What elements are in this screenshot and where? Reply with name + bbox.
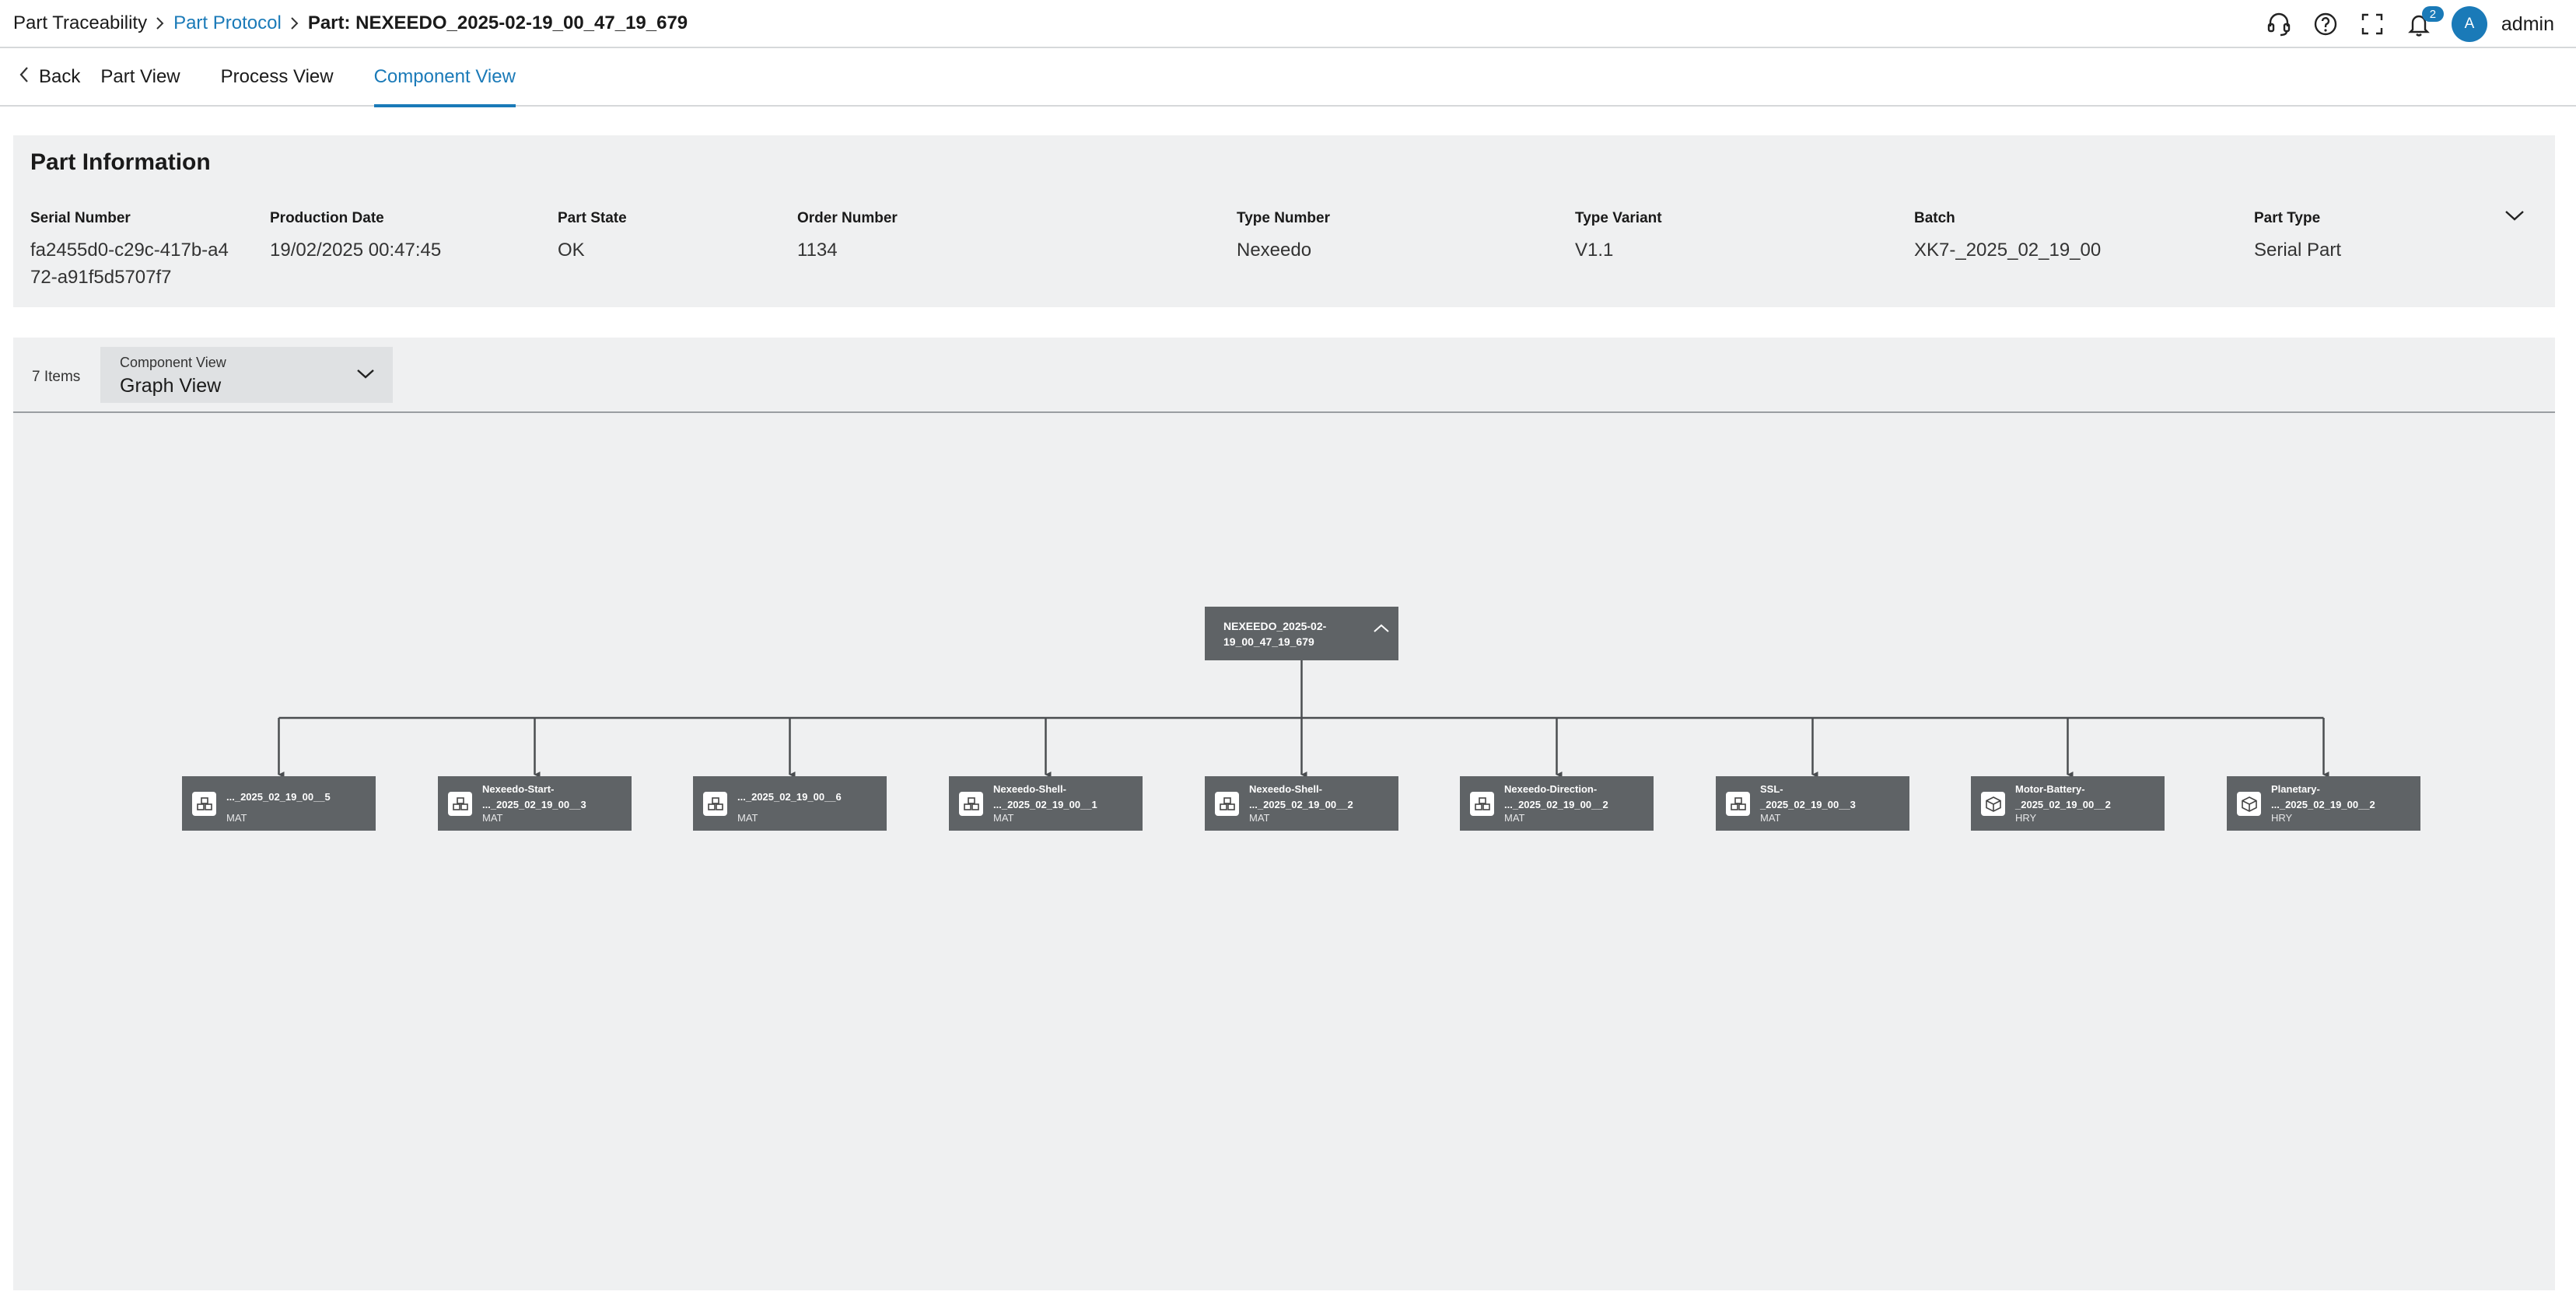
field-label: Serial Number — [30, 210, 131, 226]
field-type-number: Type Number Nexeedo — [1237, 210, 1330, 264]
root-part-title: NEXEEDO_2025-02- 19_00_47_19_679 — [1223, 620, 1327, 648]
items-count: 7 Items — [32, 369, 81, 385]
chevron-left-icon — [19, 65, 30, 89]
field-value: Nexeedo — [1237, 240, 1312, 261]
field-label: Type Number — [1237, 210, 1331, 226]
component-type: MAT — [1504, 812, 1525, 824]
headset-icon[interactable] — [2256, 0, 2302, 48]
box-icon — [1981, 792, 2005, 816]
root-part-node[interactable]: NEXEEDO_2025-02- 19_00_47_19_679 — [1205, 607, 1398, 660]
material-icon — [703, 792, 727, 816]
select-label: Component View — [120, 355, 226, 370]
component-type: MAT — [482, 812, 503, 824]
back-button[interactable]: Back — [19, 65, 80, 89]
field-value: fa2455d0-c29c-417b-a472-a91f5d5707f7 — [30, 240, 229, 288]
field-label: Order Number — [797, 210, 898, 226]
field-label: Type Variant — [1575, 210, 1662, 226]
component-node-title: ..._2025_02_19_00__6 — [737, 791, 842, 803]
chevron-down-icon — [355, 367, 376, 385]
box-icon — [2237, 792, 2261, 816]
component-node-title: ..._2025_02_19_00__5 — [226, 791, 331, 803]
chevron-up-icon[interactable] — [1372, 622, 1391, 639]
field-label: Batch — [1914, 210, 1955, 226]
material-icon — [1215, 792, 1239, 816]
chevron-right-icon — [155, 16, 166, 31]
material-icon — [192, 792, 216, 816]
field-value: OK — [558, 240, 585, 261]
field-part-type: Part Type Serial Part — [2254, 210, 2341, 264]
component-node-title: Planetary-..._2025_02_19_00__2 — [2271, 783, 2375, 810]
field-production-date: Production Date 19/02/2025 00:47:45 — [270, 210, 441, 264]
field-batch: Batch XK7-_2025_02_19_00 — [1914, 210, 2101, 264]
component-node-title: Nexeedo-Direction-..._2025_02_19_00__2 — [1504, 783, 1608, 810]
field-value: V1.1 — [1575, 240, 1614, 261]
component-node-title: Nexeedo-Start-..._2025_02_19_00__3 — [482, 783, 586, 810]
breadcrumb: Part Traceability Part Protocol Part: NE… — [13, 12, 688, 34]
field-label: Part Type — [2254, 210, 2321, 226]
username[interactable]: admin — [2501, 12, 2554, 35]
bell-icon[interactable]: 2 — [2396, 0, 2444, 48]
component-type: MAT — [993, 812, 1014, 824]
material-icon — [1726, 792, 1750, 816]
field-value: XK7-_2025_02_19_00 — [1914, 240, 2102, 261]
component-node-title: Nexeedo-Shell-..._2025_02_19_00__2 — [1249, 783, 1353, 810]
tab-bar: Back Part View Process View Component Vi… — [0, 49, 2576, 107]
component-type: MAT — [1249, 812, 1270, 824]
material-icon — [959, 792, 983, 816]
field-label: Part State — [558, 210, 627, 226]
back-label: Back — [39, 66, 81, 87]
field-value: Serial Part — [2254, 240, 2342, 261]
tab-component-view[interactable]: Component View — [373, 48, 516, 107]
header-actions: 2 A admin — [2256, 0, 2554, 48]
part-information-panel: Part Information Serial Number fa2455d0-… — [13, 135, 2555, 307]
chevron-down-icon[interactable] — [2504, 208, 2525, 226]
component-node-title: Motor-Battery-_2025_02_19_00__2 — [2015, 783, 2111, 810]
component-node-title: SSL-_2025_02_19_00__3 — [1760, 783, 1856, 810]
breadcrumb-part-traceability[interactable]: Part Traceability — [13, 12, 148, 33]
top-bar: Part Traceability Part Protocol Part: NE… — [0, 0, 2576, 48]
breadcrumb-current: Part: NEXEEDO_2025-02-19_00_47_19_679 — [307, 12, 688, 33]
breadcrumb-part-protocol[interactable]: Part Protocol — [173, 12, 282, 33]
component-type: MAT — [737, 812, 758, 824]
tab-part-view[interactable]: Part View — [100, 66, 180, 87]
avatar[interactable]: A — [2451, 6, 2487, 42]
field-part-state: Part State OK — [558, 210, 627, 264]
material-icon — [1470, 792, 1494, 816]
part-information-title: Part Information — [30, 149, 211, 175]
fullscreen-icon[interactable] — [2349, 0, 2396, 48]
material-icon — [448, 792, 472, 816]
tab-process-view[interactable]: Process View — [220, 66, 334, 87]
field-value: 1134 — [797, 240, 838, 261]
component-type: HRY — [2015, 812, 2037, 824]
component-view-toolbar: 7 Items Component View Graph View — [13, 338, 2555, 413]
field-label: Production Date — [270, 210, 384, 226]
chevron-right-icon — [289, 16, 300, 31]
component-type: MAT — [1760, 812, 1781, 824]
field-value: 19/02/2025 00:47:45 — [270, 240, 442, 261]
field-order-number: Order Number 1134 — [797, 210, 898, 264]
notification-badge: 2 — [2421, 6, 2444, 22]
component-type: HRY — [2271, 812, 2293, 824]
component-type: MAT — [226, 812, 247, 824]
component-view-select[interactable]: Component View Graph View — [100, 347, 393, 403]
field-type-variant: Type Variant V1.1 — [1575, 210, 1662, 264]
help-icon[interactable] — [2302, 0, 2349, 48]
component-node-title: Nexeedo-Shell-..._2025_02_19_00__1 — [993, 783, 1097, 810]
field-serial-number: Serial Number fa2455d0-c29c-417b-a472-a9… — [30, 210, 233, 291]
select-value: Graph View — [120, 375, 222, 397]
